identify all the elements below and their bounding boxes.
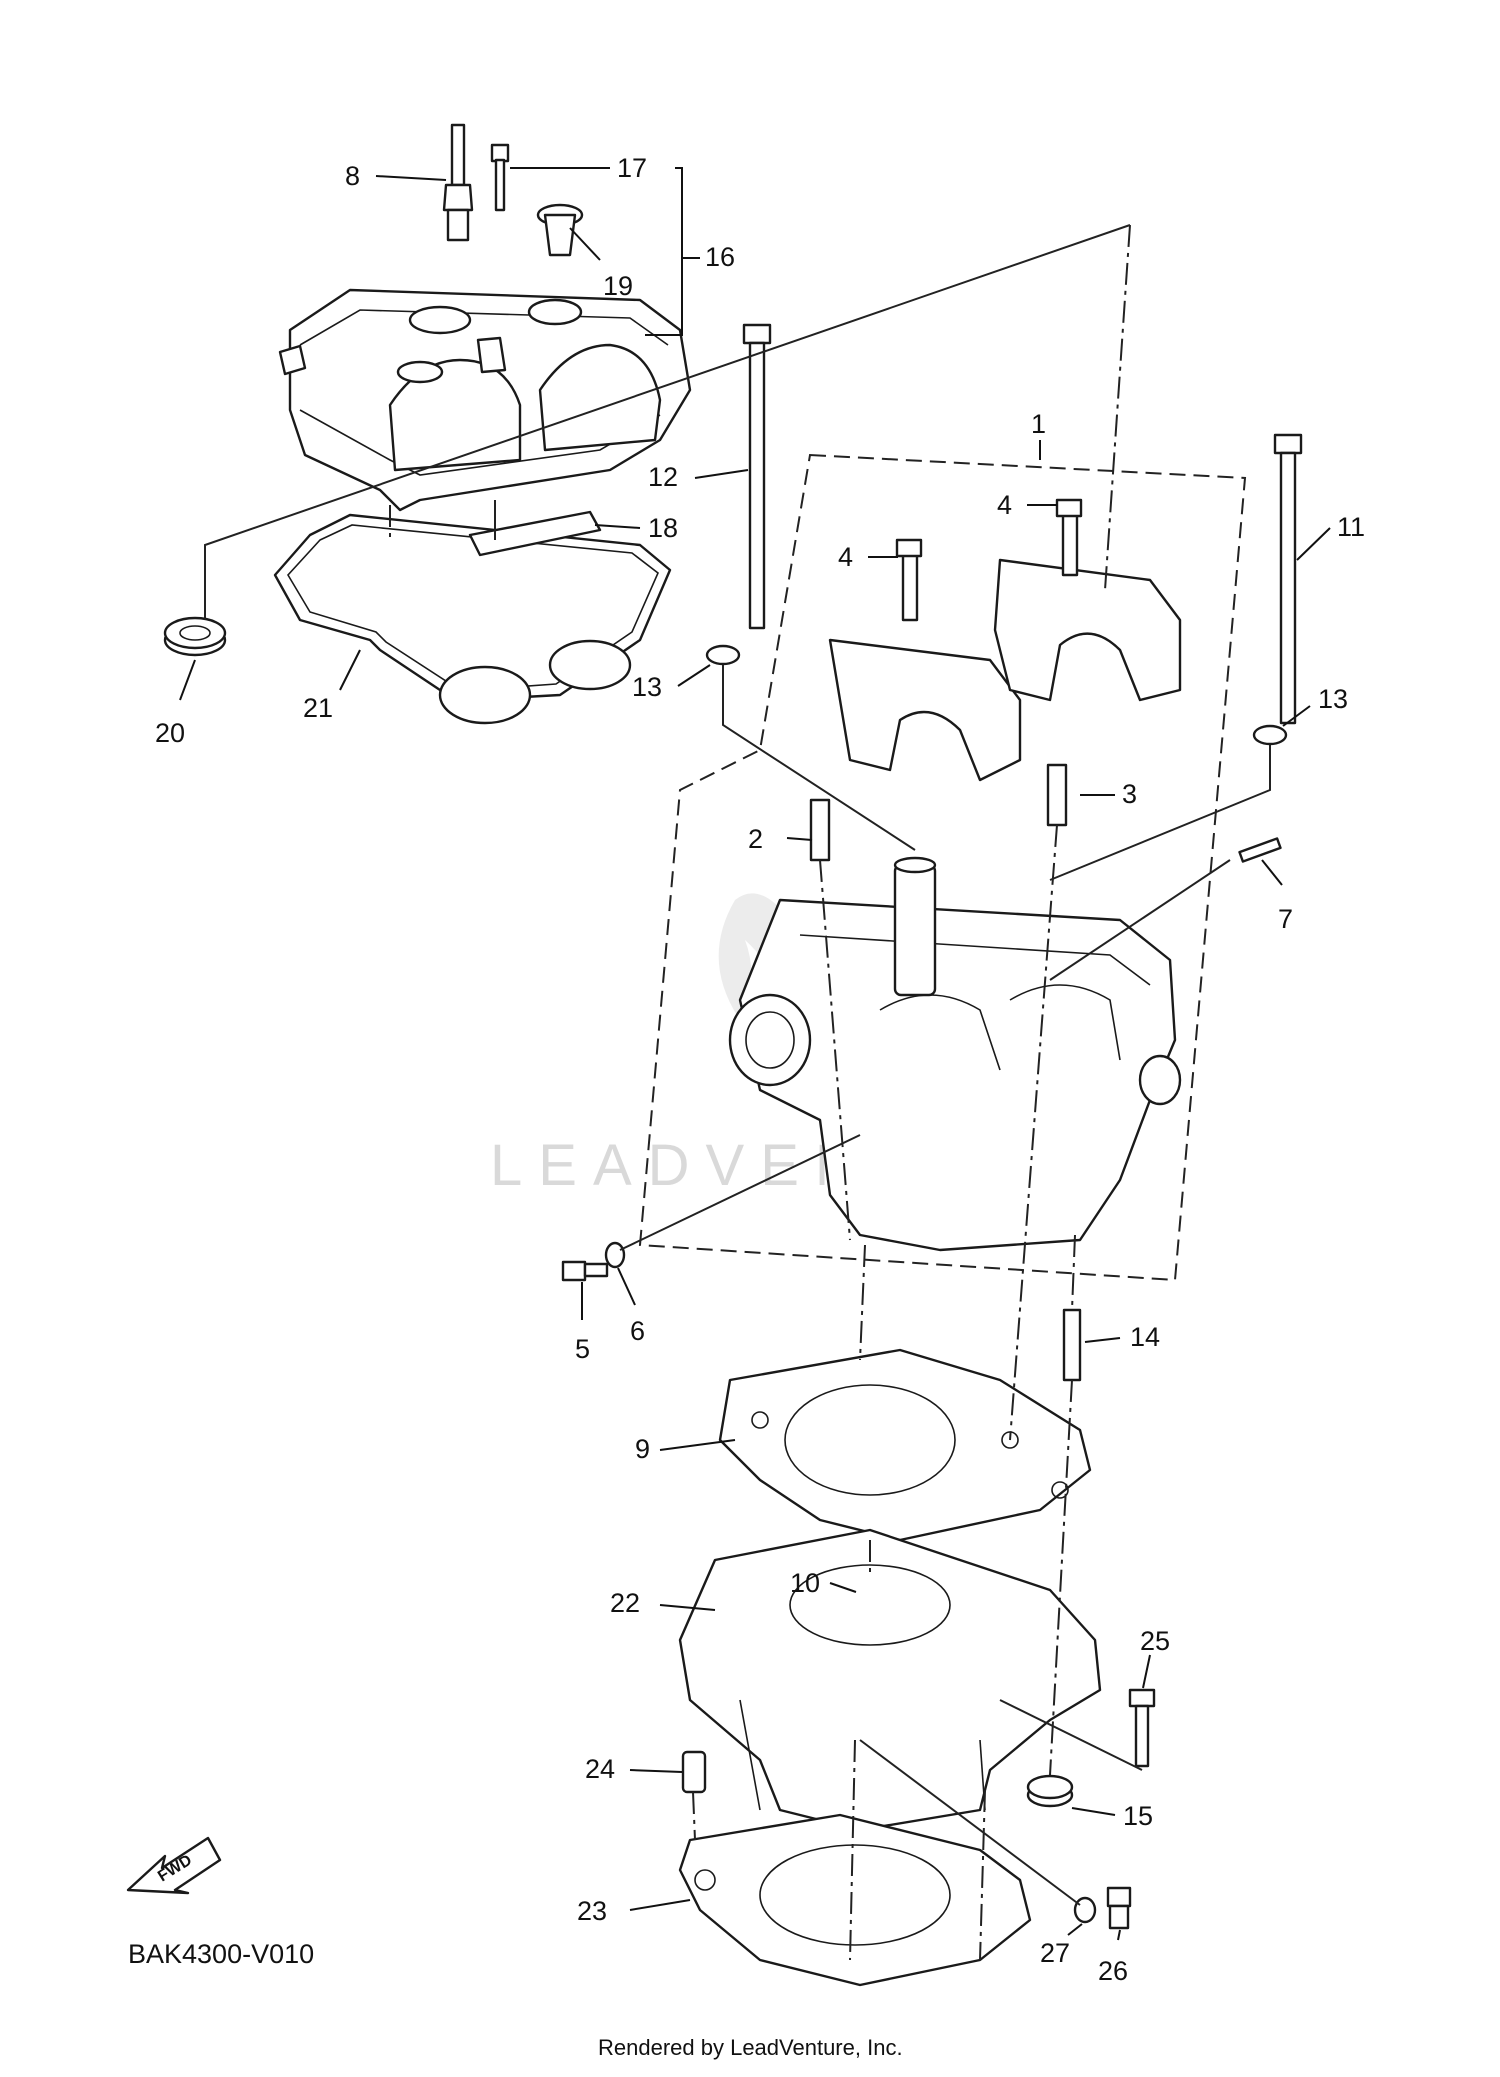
callout-24: 24 <box>585 1754 615 1784</box>
callout-12: 12 <box>648 462 678 492</box>
callout-20: 20 <box>155 718 185 748</box>
camshaft-cap-left <box>828 538 1022 782</box>
callout-27: 27 <box>1040 1938 1070 1968</box>
callout-10: 10 <box>790 1568 820 1598</box>
callout-5: 5 <box>575 1334 590 1364</box>
callout-3: 3 <box>1122 779 1137 809</box>
callout-16: 16 <box>705 242 735 272</box>
camshaft-cap-right <box>993 498 1182 702</box>
washer-27 <box>1073 1896 1097 1924</box>
callout-23: 23 <box>577 1896 607 1926</box>
callout-13-left: 13 <box>632 672 662 702</box>
washer-6 <box>604 1241 626 1269</box>
cover-bolt <box>490 143 510 212</box>
group-outline-1 <box>638 453 1247 1282</box>
callout-17: 17 <box>617 153 647 183</box>
guide-plate <box>468 510 602 557</box>
plug <box>536 203 584 257</box>
bolt-5 <box>561 1260 609 1282</box>
valve-guide-3 <box>1046 763 1068 827</box>
head-bolt-long-11 <box>1273 433 1303 725</box>
head-bolt-long-12 <box>742 323 772 630</box>
callout-8: 8 <box>345 161 360 191</box>
callout-13-right: 13 <box>1318 684 1348 714</box>
callout-1: 1 <box>1031 409 1046 439</box>
callout-4-right: 4 <box>997 490 1012 520</box>
callout-7: 7 <box>1278 904 1293 934</box>
callout-26: 26 <box>1098 1956 1128 1986</box>
cylinder-gasket <box>678 1813 1032 1987</box>
reference-code: BAK4300-V010 <box>128 1939 314 1969</box>
fwd-arrow-icon: FWD <box>126 1836 222 1895</box>
callout-2: 2 <box>748 824 763 854</box>
spark-plug <box>442 123 474 242</box>
callout-18: 18 <box>648 513 678 543</box>
valve-guide-2 <box>809 798 831 862</box>
bolt-25 <box>1128 1688 1156 1768</box>
head-gasket <box>718 1348 1092 1542</box>
nut-15 <box>1026 1774 1074 1808</box>
assembly-lines <box>204 224 1271 1961</box>
callout-15: 15 <box>1123 1801 1153 1831</box>
washer-13-right <box>1252 724 1288 746</box>
callout-22: 22 <box>610 1588 640 1618</box>
stud-bolt-7 <box>1238 837 1282 863</box>
callout-19: 19 <box>603 271 633 301</box>
washer-13-left <box>705 644 741 666</box>
dowel-pin-14 <box>1062 1308 1082 1382</box>
footer-credit: Rendered by LeadVenture, Inc. <box>598 2035 903 2060</box>
callout-9: 9 <box>635 1434 650 1464</box>
callout-25: 25 <box>1140 1626 1170 1656</box>
callout-4-left: 4 <box>838 542 853 572</box>
cylinder-head-cover <box>278 288 692 512</box>
dowel-pin-24 <box>681 1750 707 1794</box>
callout-11: 11 <box>1337 512 1365 542</box>
callout-labels: 1 2 3 4 4 5 6 7 8 9 10 11 12 13 13 14 15 <box>155 153 1365 1986</box>
bolt-26 <box>1106 1886 1132 1930</box>
grommet <box>163 616 227 657</box>
cylinder-head <box>728 856 1182 1252</box>
callout-6: 6 <box>630 1316 645 1346</box>
callout-14: 14 <box>1130 1322 1160 1352</box>
callout-21: 21 <box>303 693 333 723</box>
